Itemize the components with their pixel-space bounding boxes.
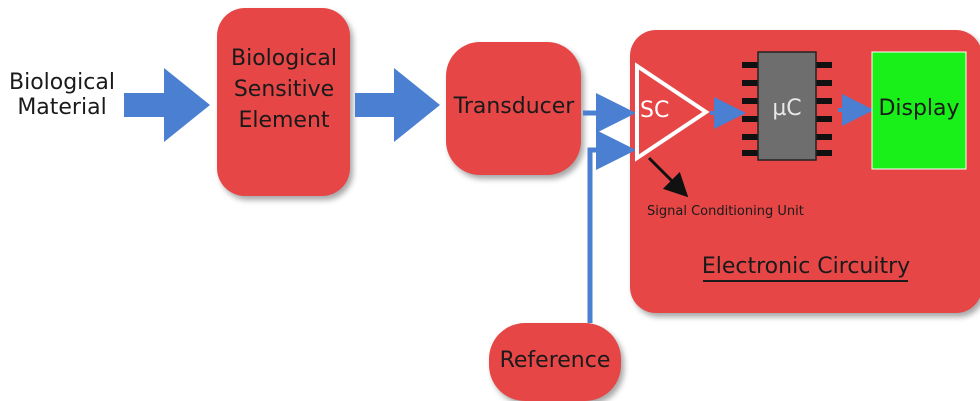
transducer-block <box>446 42 581 175</box>
signal-conditioner-triangle <box>635 62 710 162</box>
microcontroller-label: µC <box>772 96 802 121</box>
arrow-material-to-element <box>124 68 210 142</box>
input-label: Biological Material <box>8 70 115 121</box>
arrow-reference-to-sc <box>587 130 636 323</box>
microcontroller-pins <box>742 62 832 156</box>
transducer-label: Transducer <box>453 94 575 119</box>
signal-conditioner-label: SC <box>640 98 670 123</box>
electronic-circuitry-label: Electronic Circuitry <box>701 254 911 279</box>
sc-annotation-label: Signal Conditioning Unit <box>647 204 804 219</box>
microcontroller-chip <box>757 51 817 161</box>
biological-sensitive-element-block <box>217 8 350 196</box>
display-block <box>871 51 967 170</box>
reference-block <box>489 323 621 401</box>
biological-sensitive-element-label: Biological Sensitive Element <box>230 46 337 133</box>
reference-label: Reference <box>499 348 611 373</box>
display-label: Display <box>878 96 960 121</box>
arrow-element-to-transducer <box>355 68 440 142</box>
sc-annotation-pointer <box>647 156 689 198</box>
